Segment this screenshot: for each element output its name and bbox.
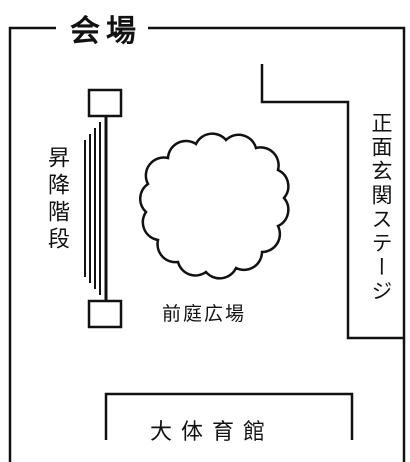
venue-boundary: [8, 26, 406, 462]
gymnasium-label: 大体育館: [150, 420, 275, 445]
plaza-tree: [139, 132, 290, 280]
entrance-stage-outline: [260, 64, 404, 340]
entrance-stage-label: 正面玄関ステージ: [369, 112, 393, 304]
stairs-top-post: [87, 88, 123, 118]
stairs-bottom-post: [87, 299, 123, 329]
stairs-label: 昇降階段: [44, 146, 69, 254]
gymnasium-outline: [104, 392, 354, 440]
front-plaza-label: 前庭広場: [162, 303, 247, 325]
venue-title: 会場: [66, 6, 146, 50]
stairs: [84, 88, 123, 329]
